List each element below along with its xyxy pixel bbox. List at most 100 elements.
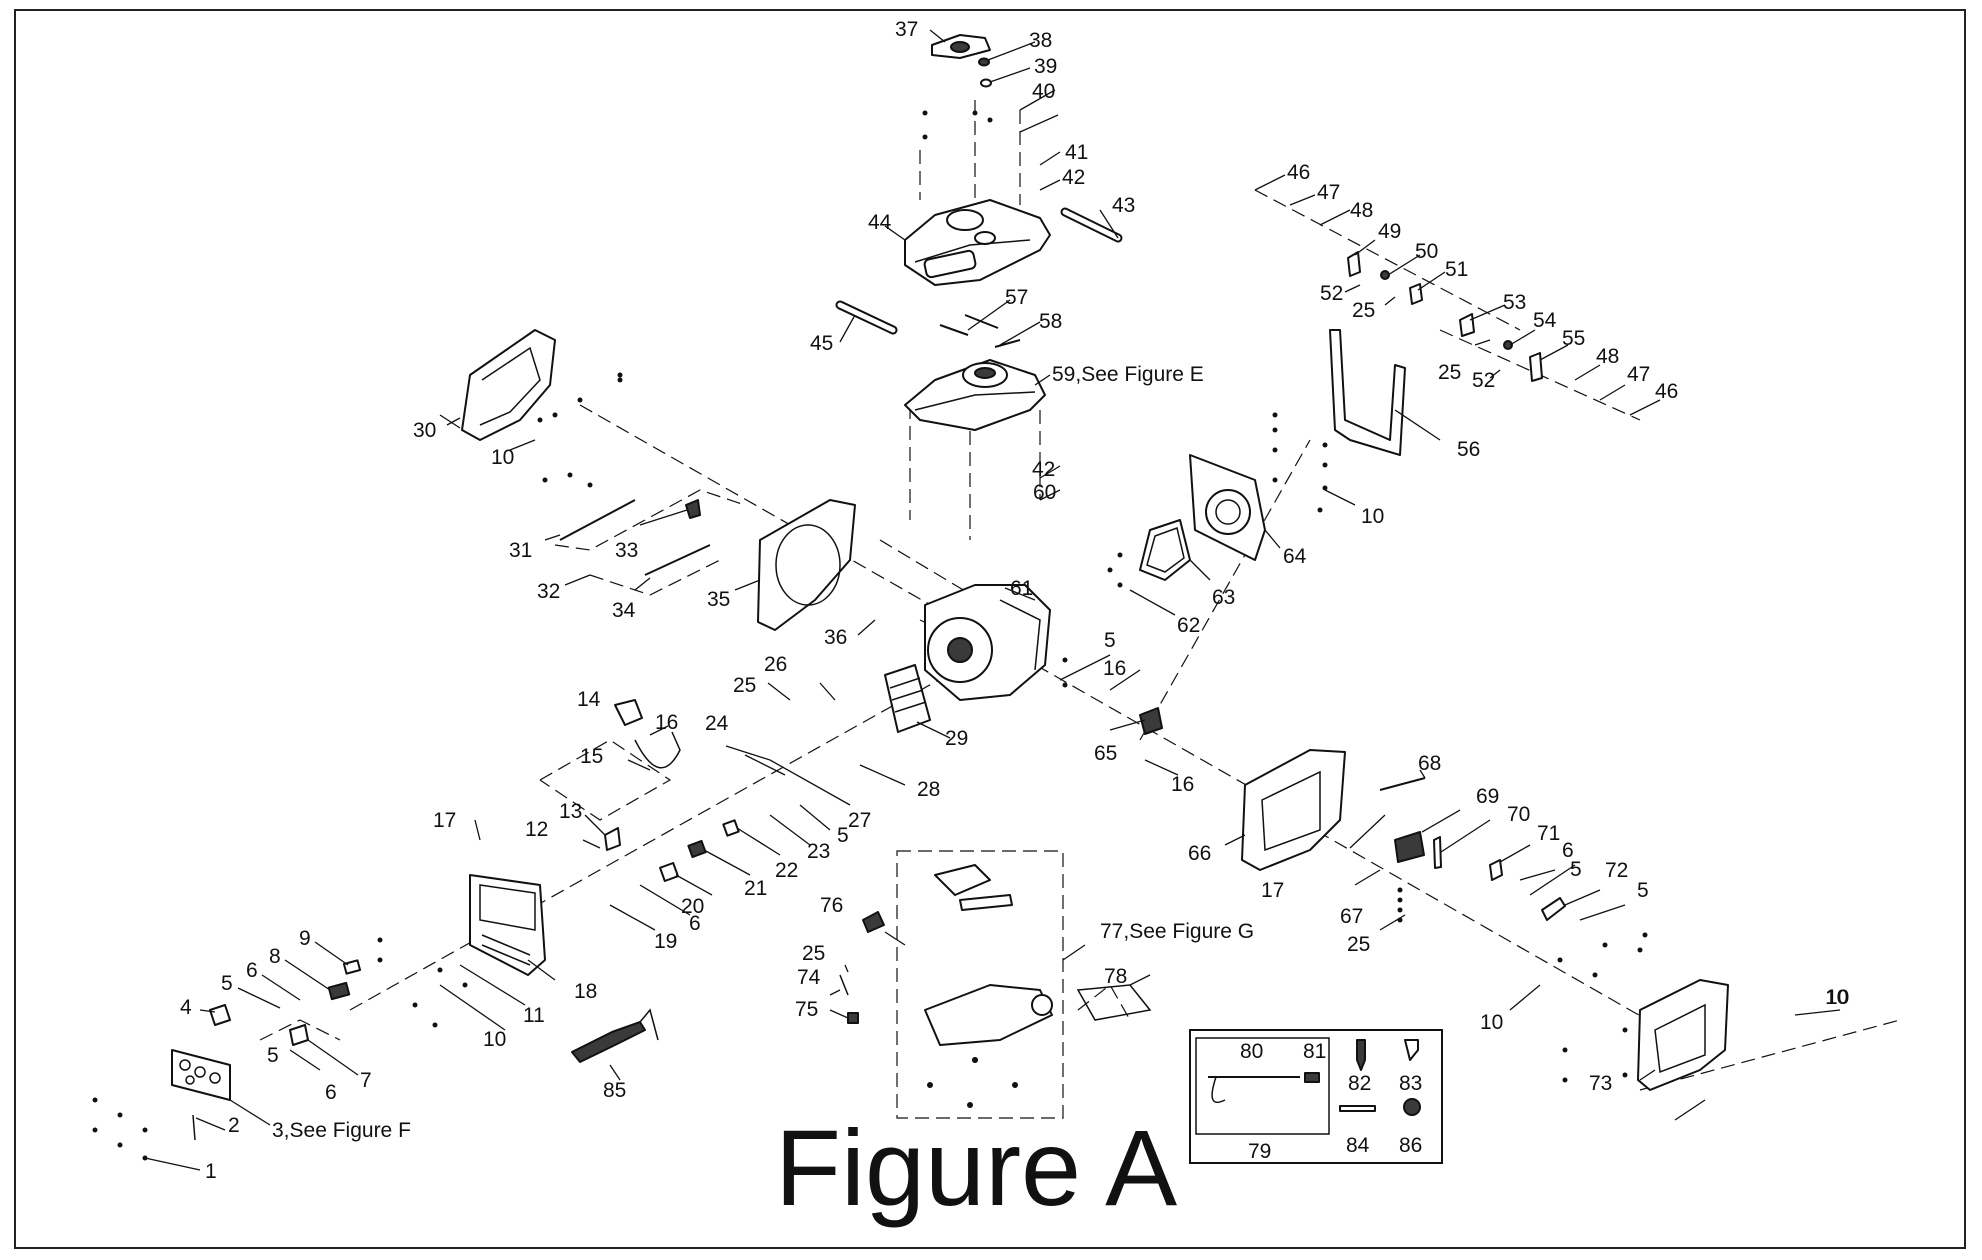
callout-label-5c: 5 bbox=[837, 824, 849, 847]
callout-label-6c: 6 bbox=[689, 912, 701, 935]
callout-label-25b: 25 bbox=[1352, 299, 1375, 322]
callout-label-25a: 25 bbox=[733, 674, 756, 697]
callout-label-48b: 48 bbox=[1596, 345, 1619, 368]
part-22-component bbox=[722, 819, 740, 837]
callout-label-39: 39 bbox=[1034, 55, 1057, 78]
part-78-bracket bbox=[1076, 984, 1152, 1021]
callout-label-40: 40 bbox=[1032, 80, 1055, 103]
callout-label-17a: 17 bbox=[433, 809, 456, 832]
callout-label-67: 67 bbox=[1340, 905, 1363, 928]
callout-label-44: 44 bbox=[868, 211, 892, 234]
part-39-oring bbox=[980, 78, 992, 88]
part-82-plug bbox=[1356, 1039, 1366, 1071]
callout-label-7: 7 bbox=[360, 1069, 372, 1092]
callout-label-18: 18 bbox=[574, 980, 597, 1003]
part-81-fitting bbox=[1304, 1072, 1320, 1083]
part-31-rod bbox=[559, 499, 636, 541]
callout-label-8: 8 bbox=[269, 945, 281, 968]
callout-label-6b: 6 bbox=[325, 1081, 337, 1104]
callout-label-13: 13 bbox=[559, 800, 582, 823]
callout-label-10d: 10 bbox=[1480, 1011, 1503, 1034]
callout-label-47a: 47 bbox=[1317, 181, 1340, 204]
part-7-component bbox=[289, 1024, 309, 1046]
callout-label-62: 62 bbox=[1177, 614, 1200, 637]
part-77-group-box bbox=[896, 850, 1064, 1119]
callout-label-72: 72 bbox=[1605, 859, 1628, 882]
callout-label-14: 14 bbox=[577, 688, 601, 711]
callout-label-54: 54 bbox=[1533, 309, 1557, 332]
figure-title: Figure A bbox=[775, 1107, 1177, 1228]
callout-label-5a: 5 bbox=[221, 972, 233, 995]
callout-label-9: 9 bbox=[299, 927, 311, 950]
part-55-bracket bbox=[1529, 352, 1543, 382]
callout-label-77: 77,See Figure G bbox=[1100, 920, 1254, 943]
part-85-hose-assembly bbox=[571, 1008, 659, 1063]
part-53-bracket bbox=[1459, 313, 1475, 337]
callout-label-50: 50 bbox=[1415, 240, 1438, 263]
callout-label-48a: 48 bbox=[1350, 199, 1373, 222]
callout-label-81: 81 bbox=[1303, 1040, 1326, 1063]
callout-label-25d: 25 bbox=[1347, 933, 1370, 956]
part-70-component bbox=[1433, 836, 1442, 869]
fastener-dots bbox=[92, 110, 1648, 1161]
callout-label-83: 83 bbox=[1399, 1072, 1422, 1095]
part-80-hose-end bbox=[1211, 1076, 1226, 1104]
callout-label-85: 85 bbox=[603, 1079, 626, 1102]
callout-label-57: 57 bbox=[1005, 286, 1028, 309]
part-20-component bbox=[659, 862, 679, 882]
callout-label-15: 15 bbox=[580, 745, 603, 768]
callout-label-52b: 52 bbox=[1472, 369, 1495, 392]
callout-label-2: 2 bbox=[228, 1114, 240, 1137]
part-66-side-panel bbox=[1241, 749, 1346, 871]
callout-label-73: 73 bbox=[1589, 1072, 1612, 1095]
callout-label-63: 63 bbox=[1212, 586, 1235, 609]
callout-label-86: 86 bbox=[1399, 1134, 1422, 1157]
callout-label-41: 41 bbox=[1065, 141, 1088, 164]
part-18-control-housing bbox=[469, 874, 546, 976]
callout-label-30: 30 bbox=[413, 419, 436, 442]
part-77-base-frame bbox=[924, 864, 1053, 1046]
part-21-component bbox=[687, 839, 707, 859]
callout-label-31: 31 bbox=[509, 539, 532, 562]
callout-label-64: 64 bbox=[1283, 545, 1307, 568]
part-79-group-box bbox=[1195, 1037, 1330, 1135]
callout-label-20: 20 bbox=[681, 895, 704, 918]
part-13-bracket bbox=[604, 827, 621, 851]
callout-label-16c: 16 bbox=[1171, 773, 1194, 796]
callout-label-58: 58 bbox=[1039, 310, 1062, 333]
callout-label-70: 70 bbox=[1507, 803, 1530, 826]
callout-label-5b: 5 bbox=[267, 1044, 279, 1067]
part-59-fuel-tank bbox=[904, 359, 1046, 431]
part-15-cable bbox=[634, 731, 681, 769]
part-57-strip-2 bbox=[964, 314, 999, 329]
callout-label-4: 4 bbox=[180, 996, 192, 1019]
part-2-pin bbox=[192, 1114, 196, 1141]
part-54-nut bbox=[1503, 340, 1513, 350]
callout-label-25e: 25 bbox=[802, 942, 825, 965]
callout-label-46b: 46 bbox=[1655, 380, 1678, 403]
part-29-air-filter bbox=[884, 664, 931, 733]
callout-label-71: 71 bbox=[1537, 822, 1560, 845]
callout-label-38: 38 bbox=[1029, 29, 1052, 52]
callout-label-60: 60 bbox=[1033, 481, 1056, 504]
part-71-component bbox=[1489, 859, 1503, 881]
callout-label-22: 22 bbox=[775, 859, 798, 882]
callout-label-84: 84 bbox=[1346, 1134, 1370, 1157]
part-3-control-panel bbox=[171, 1049, 231, 1101]
callout-label-61: 61 bbox=[1010, 577, 1033, 600]
diagram-border bbox=[14, 9, 1966, 1249]
part-65-component bbox=[1139, 707, 1163, 735]
callout-label-3: 3,See Figure F bbox=[272, 1119, 411, 1142]
callout-label-69: 69 bbox=[1476, 785, 1499, 808]
part-83-cap bbox=[1404, 1039, 1419, 1061]
callout-label-10a: 10 bbox=[491, 446, 514, 469]
callout-label-32: 32 bbox=[537, 580, 560, 603]
callout-label-6d: 6 bbox=[1562, 839, 1574, 862]
callout-label-46a: 46 bbox=[1287, 161, 1310, 184]
part-69-battery bbox=[1394, 831, 1425, 863]
part-74-spring bbox=[839, 974, 849, 996]
part-51-bracket bbox=[1409, 283, 1423, 305]
part-30-side-panel bbox=[461, 329, 556, 441]
part-49-bracket bbox=[1347, 251, 1361, 277]
